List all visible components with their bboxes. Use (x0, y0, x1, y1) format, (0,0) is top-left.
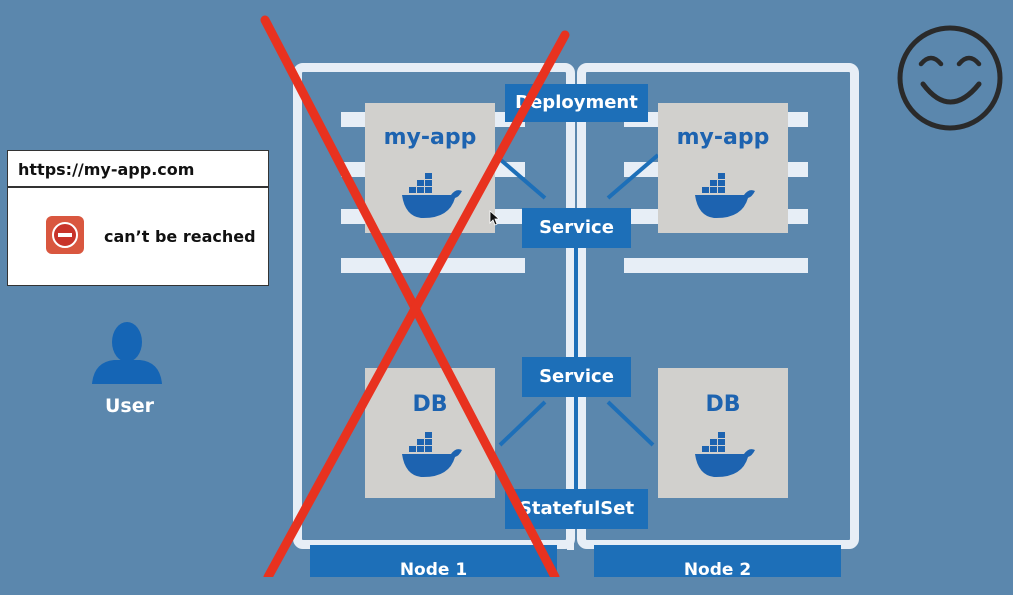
node-2-label: Node 2 (594, 545, 841, 580)
service-label-app: Service (522, 208, 631, 248)
person-icon (92, 322, 162, 384)
docker-whale-icon (695, 432, 755, 478)
app-pod-title: my-app (383, 125, 477, 150)
error-message: can’t be reached (104, 227, 256, 246)
browser-window: https://my-app.com can’t be reached (7, 150, 269, 286)
mouse-cursor-icon (489, 210, 499, 226)
db-pod-card-node-2: DB (658, 368, 788, 498)
no-entry-icon (46, 216, 84, 254)
deployment-stripe (624, 258, 808, 273)
node-2-frame (577, 63, 859, 549)
db-pod-title: DB (412, 392, 448, 417)
node-down-cross-icon (260, 15, 570, 577)
url-bar[interactable]: https://my-app.com (8, 151, 268, 188)
user-label: User (105, 395, 154, 417)
network-bus (567, 110, 574, 550)
docker-whale-icon (402, 432, 462, 478)
app-pod-title: my-app (676, 125, 770, 150)
node-1-label: Node 1 (310, 545, 557, 580)
smiley-face-icon (897, 25, 1003, 131)
connector-lines (493, 153, 660, 447)
app-pod-card-node-2: my-app (658, 103, 788, 233)
app-pod-card-node-1: my-app (365, 103, 495, 233)
docker-whale-icon (695, 173, 755, 219)
db-pod-card-node-1: DB (365, 368, 495, 498)
db-pod-title: DB (705, 392, 741, 417)
docker-whale-icon (402, 173, 462, 219)
service-label-db: Service (522, 357, 631, 397)
